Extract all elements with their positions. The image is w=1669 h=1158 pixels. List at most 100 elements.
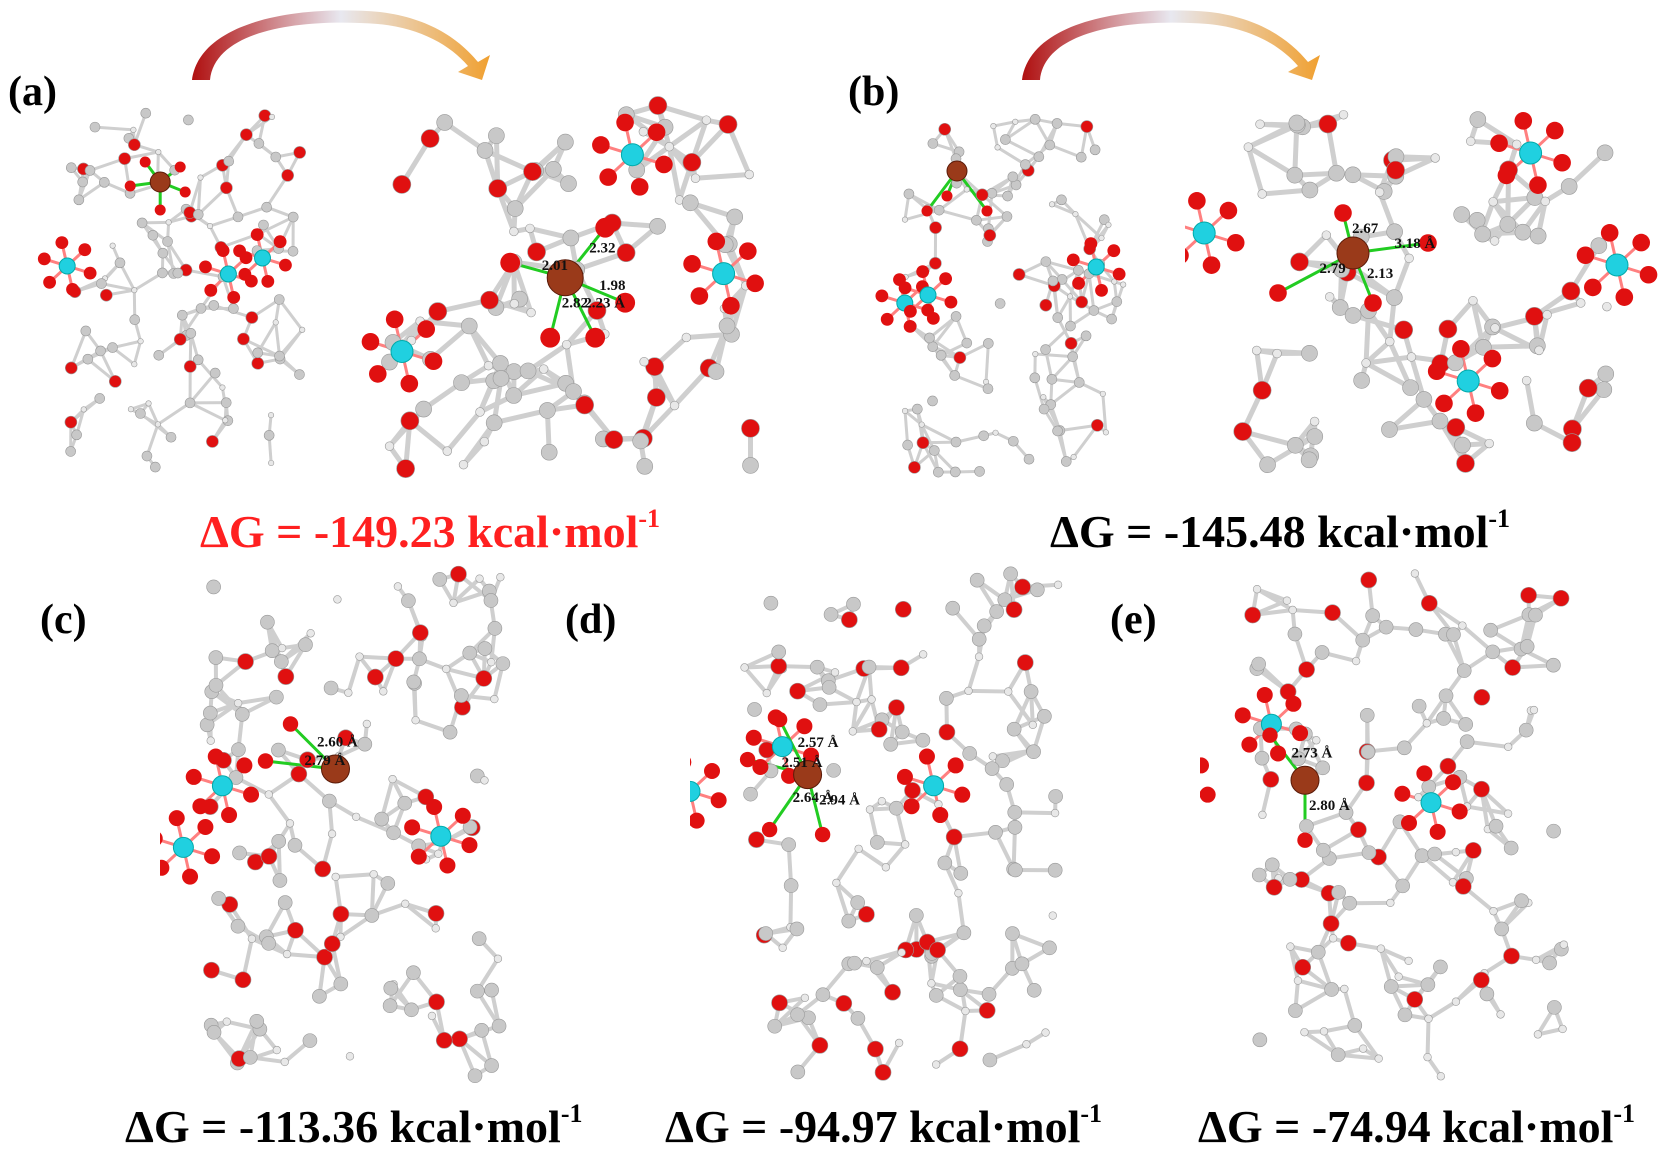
- hydrogen-atom: [778, 943, 787, 952]
- oxygen-atom: [282, 716, 299, 732]
- bond: [196, 177, 202, 215]
- oxygen-atom: [604, 430, 624, 449]
- carbon-atom: [969, 572, 985, 588]
- oxygen-atom: [385, 310, 404, 329]
- oxygen-atom: [951, 1040, 969, 1058]
- oxygen-atom: [683, 255, 701, 273]
- hydrogen-atom: [1272, 348, 1282, 359]
- carbon-atom: [565, 383, 582, 400]
- distance-label: 2.01: [542, 258, 568, 274]
- oxygen-atom: [1285, 695, 1302, 712]
- oxygen-atom: [100, 288, 113, 302]
- carbon-atom: [929, 445, 940, 456]
- oxygen-atom: [233, 244, 246, 258]
- bond: [966, 656, 981, 692]
- distance-label: 2.79 Å: [305, 753, 346, 769]
- carbon-atom: [242, 1050, 258, 1065]
- oxygen-atom: [1233, 422, 1253, 441]
- carbon-atom: [1042, 940, 1057, 956]
- hydrogen-atom: [490, 694, 499, 704]
- oxygen-atom: [1504, 659, 1521, 676]
- oxygen-atom: [944, 295, 958, 309]
- metal-atom: [430, 825, 452, 847]
- carbon-atom: [747, 702, 762, 717]
- carbon-atom: [415, 400, 432, 418]
- oxygen-atom: [595, 217, 616, 238]
- carbon-atom: [560, 175, 577, 192]
- carbon-atom: [203, 705, 218, 721]
- oxygen-atom: [916, 265, 930, 278]
- oxygen-atom: [1483, 349, 1502, 368]
- hydrogen-atom: [268, 459, 275, 467]
- hydrogen-atom: [638, 127, 649, 137]
- hydrogen-atom: [1040, 394, 1047, 401]
- carbon-atom: [1051, 118, 1063, 129]
- bond: [993, 120, 1016, 128]
- hydrogen-atom: [526, 307, 536, 318]
- hydrogen-atom: [1503, 809, 1513, 818]
- bond: [1049, 143, 1082, 159]
- carbon-atom: [823, 607, 839, 622]
- oxygen-atom: [1576, 246, 1595, 265]
- hydrogen-atom: [1251, 345, 1262, 356]
- metal-atom: [923, 775, 945, 797]
- hydrogen-atom: [1358, 1044, 1368, 1053]
- bond: [101, 282, 135, 292]
- carbon-atom: [809, 659, 825, 675]
- carbon-atom: [982, 1052, 998, 1068]
- hydrogen-atom: [1559, 940, 1568, 949]
- bond: [267, 793, 292, 825]
- carbon-atom: [850, 1010, 866, 1026]
- carbon-atom: [1529, 227, 1547, 245]
- bond: [984, 343, 990, 382]
- oxygen-atom: [1406, 991, 1424, 1008]
- oxygen-atom: [1185, 248, 1189, 263]
- oxygen-atom: [616, 113, 634, 132]
- oxygen-atom: [682, 153, 702, 172]
- hydrogen-atom: [393, 582, 403, 591]
- oxygen-atom: [690, 287, 709, 305]
- bond: [1364, 339, 1392, 365]
- oxygen-atom: [185, 768, 202, 785]
- carbon-atom: [1397, 1007, 1413, 1023]
- hydrogen-atom: [1288, 605, 1297, 615]
- oxygen-atom: [160, 832, 163, 845]
- oxygen-atom: [236, 757, 253, 774]
- oxygen-atom: [1360, 571, 1378, 589]
- metal-atom: [771, 736, 793, 758]
- carbon-atom: [815, 987, 831, 1002]
- carbon-atom: [232, 845, 247, 861]
- hydrogen-atom: [1602, 301, 1612, 312]
- energy-e-text: ΔG = -74.94 kcal·mol: [1198, 1101, 1614, 1152]
- oxygen-atom: [1012, 268, 1026, 281]
- bond: [1365, 354, 1412, 366]
- hydrogen-atom: [479, 436, 490, 447]
- oxygen-atom: [1269, 284, 1287, 302]
- hydrogen-atom: [740, 663, 749, 672]
- hydrogen-atom: [1300, 1028, 1309, 1037]
- hydrogen-atom: [434, 849, 443, 858]
- energy-a-text: ΔG = -149.23 kcal·mol: [200, 506, 639, 557]
- oxygen-atom: [475, 670, 493, 687]
- carbon-atom: [861, 659, 877, 675]
- carbon-atom: [995, 753, 1010, 769]
- carbon-atom: [234, 707, 250, 722]
- ion-center: [793, 760, 823, 790]
- carbon-atom: [826, 763, 841, 778]
- carbon-atom: [474, 1022, 490, 1038]
- atoms: [37, 107, 306, 473]
- oxygen-atom: [173, 333, 187, 346]
- hydrogen-atom: [222, 1017, 231, 1026]
- carbon-atom: [1047, 862, 1063, 878]
- hydrogen-atom: [80, 406, 87, 413]
- carbon-atom: [984, 761, 1000, 776]
- bond: [461, 421, 497, 467]
- carbon-atom: [249, 1013, 265, 1029]
- carbon-atom: [107, 342, 118, 353]
- carbon-atom: [1353, 372, 1370, 389]
- oxygen-atom: [108, 375, 122, 388]
- carbon-atom: [89, 121, 101, 133]
- carbon-atom: [1300, 451, 1318, 469]
- carbon-atom: [406, 965, 421, 981]
- oxygen-atom: [139, 156, 151, 168]
